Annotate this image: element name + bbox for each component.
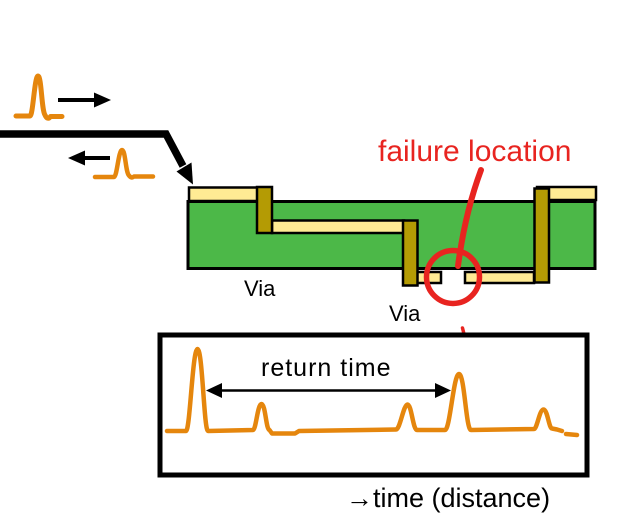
via-left-label: Via: [244, 276, 276, 301]
waveform-box: [157, 332, 590, 478]
trace-bottom-right-of-gap: [463, 270, 536, 285]
via-1: [255, 185, 274, 235]
transmission-line: [0, 130, 193, 185]
forward-arrow-icon: [58, 92, 111, 108]
failure-leader-line: [455, 167, 484, 269]
transmission-line-path: [0, 130, 187, 168]
time-axis-label: →time (distance): [346, 483, 551, 513]
backward-arrow-icon: [68, 150, 110, 166]
failure-location-label: failure location: [378, 135, 572, 168]
pcb-cross-section: [186, 185, 598, 287]
trace-middle: [270, 219, 406, 235]
reflected-pulse-icon: [92, 147, 156, 180]
incident-pulse-icon: [13, 73, 65, 121]
tdr-waveform: [164, 346, 580, 438]
via-right-label: Via: [389, 301, 421, 326]
via-3: [533, 187, 551, 284]
transmission-arrowhead-icon: [176, 162, 193, 185]
via-2: [401, 219, 419, 287]
failure-circle: [423, 247, 483, 307]
return-time-arrow: [206, 383, 451, 398]
return-time-label: return time: [261, 354, 392, 382]
trace-top-left: [187, 186, 260, 203]
